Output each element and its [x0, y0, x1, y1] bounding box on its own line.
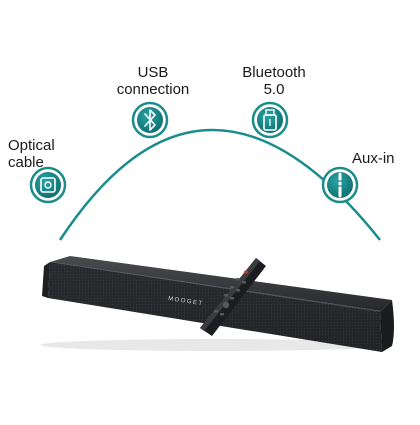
optical-port-icon: [29, 166, 67, 204]
label-line: cable: [8, 154, 44, 171]
bluetooth-icon: [131, 101, 169, 139]
label-line: 5.0: [263, 81, 285, 98]
soundbar: MOOGET: [40, 256, 394, 352]
label-line: connection: [116, 81, 190, 98]
remote-control: [200, 258, 266, 336]
usb-drive-icon: [251, 101, 289, 139]
label-line: Aux-in: [352, 150, 395, 167]
label-bluetooth: Bluetooth 5.0: [232, 64, 316, 98]
brand-logo: MOOGET: [168, 296, 204, 307]
label-line: Bluetooth: [242, 64, 306, 81]
label-usb-connection: USB connection: [108, 64, 198, 98]
aux-jack-icon: [321, 166, 359, 204]
label-aux-in: Aux-in: [352, 150, 395, 167]
label-line: Optical: [8, 137, 55, 154]
label-line: USB: [137, 64, 169, 81]
power-button: [244, 270, 248, 274]
label-optical-cable: Optical cable: [8, 137, 55, 171]
